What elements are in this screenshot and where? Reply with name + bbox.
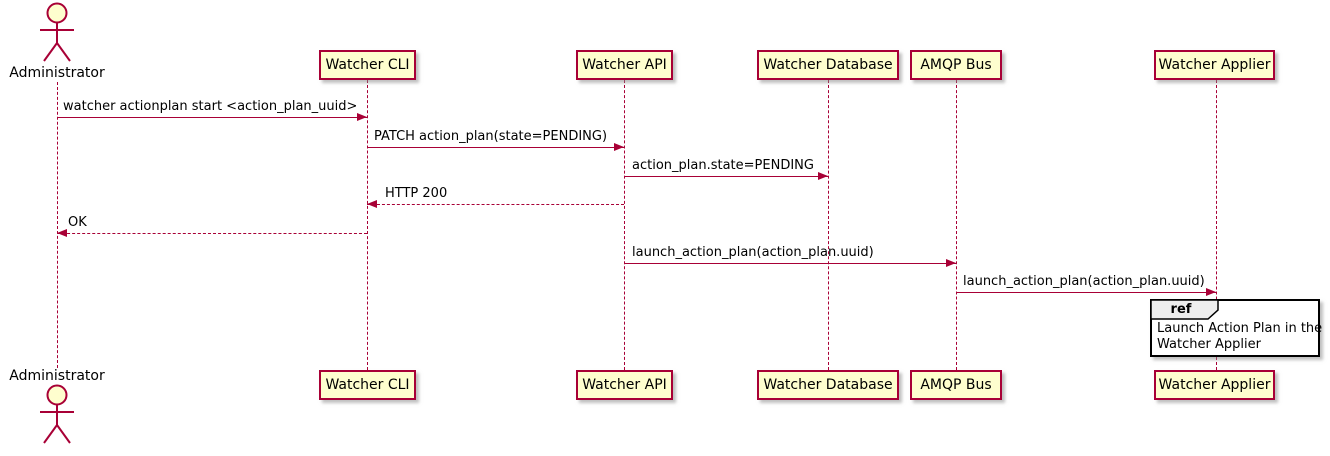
message-ok: OK [57,215,367,237]
message-line [57,233,367,234]
lifeline-watcher-cli [367,80,368,370]
message-label: PATCH action_plan(state=PENDING) [374,129,608,144]
message-actionplan-start: watcher actionplan start <action_plan_uu… [57,99,367,121]
administrator-label-bottom: Administrator [9,368,105,384]
ref-fragment: ref Launch Action Plan in the Watcher Ap… [1150,299,1322,357]
ref-header-pentagon [1150,299,1219,324]
message-label: watcher actionplan start <action_plan_uu… [63,99,358,114]
ref-text-line-1: Launch Action Plan in the [1157,321,1323,336]
arrowhead-icon [1206,288,1216,296]
ref-keyword: ref [1170,302,1192,317]
message-line [624,176,828,177]
participant-box-watcher-database-top: Watcher Database [757,50,899,80]
participant-box-watcher-applier-top: Watcher Applier [1154,50,1275,80]
participant-box-watcher-cli-bottom: Watcher CLI [319,370,416,400]
participant-box-watcher-applier-bottom: Watcher Applier [1154,370,1275,400]
message-label: launch_action_plan(action_plan.uuid) [632,245,874,260]
message-launch-action-plan-api: launch_action_plan(action_plan.uuid) [624,245,956,267]
participant-box-watcher-database-bottom: Watcher Database [757,370,899,400]
arrowhead-icon [946,259,956,267]
arrowhead-icon [357,113,367,121]
lifeline-watcher-api [624,80,625,370]
message-http-200: HTTP 200 [367,186,624,208]
administrator-label-top: Administrator [9,65,105,81]
ref-text: Launch Action Plan in the Watcher Applie… [1157,321,1322,353]
message-line [367,204,624,205]
participant-box-amqp-bus-top: AMQP Bus [910,50,1002,80]
message-label: action_plan.state=PENDING [632,158,814,173]
message-label: launch_action_plan(action_plan.uuid) [963,274,1205,289]
message-line [624,263,956,264]
message-state-pending: action_plan.state=PENDING [624,158,828,180]
participant-box-watcher-api-top: Watcher API [576,50,673,80]
message-launch-action-plan-amqp: launch_action_plan(action_plan.uuid) [956,274,1216,296]
administrator-actor-icon [35,2,79,68]
arrowhead-icon [57,229,67,237]
message-line [57,117,367,118]
arrowhead-icon [367,200,377,208]
lifeline-watcher-database [828,80,829,370]
lifeline-administrator [57,82,58,368]
message-label: HTTP 200 [385,186,448,201]
message-line [956,292,1216,293]
message-line [367,147,624,148]
arrowhead-icon [818,172,828,180]
ref-text-line-2: Watcher Applier [1157,337,1261,352]
participant-box-amqp-bus-bottom: AMQP Bus [910,370,1002,400]
message-label: OK [68,215,87,230]
lifeline-watcher-applier [1216,80,1217,370]
arrowhead-icon [614,143,624,151]
participant-box-watcher-cli-top: Watcher CLI [319,50,416,80]
participant-box-watcher-api-bottom: Watcher API [576,370,673,400]
administrator-actor-icon-bottom [35,384,79,450]
message-patch-action-plan: PATCH action_plan(state=PENDING) [367,129,624,151]
lifeline-amqp-bus [956,80,957,370]
